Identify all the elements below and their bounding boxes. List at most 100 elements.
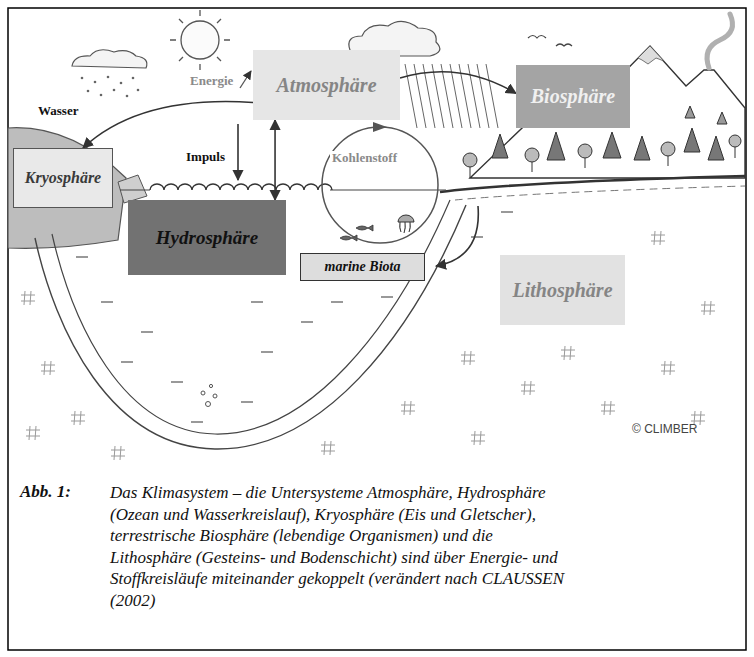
hatch [21,291,35,305]
flow-label: Energie [190,74,233,89]
sun [170,10,230,70]
flow-label: Impuls [186,150,225,165]
frame [8,8,746,650]
bubble [206,402,211,407]
water-dash [331,302,343,303]
water-dash [141,332,153,333]
birds [528,36,572,47]
snowflakes [81,76,140,98]
snowflake [94,81,97,84]
volcano-smoke [707,14,732,68]
sphere-name: Biosphäre [531,85,615,108]
hatch [521,381,535,395]
hatch [661,361,675,375]
sphere-name: Hydrosphäre [156,227,258,249]
figure-caption: Das Klimasystem – die Untersysteme Atmos… [110,482,565,611]
round-tree [729,135,741,147]
snowflake [137,89,140,92]
return-arrow [436,206,478,266]
sphere-box: Hydrosphäre [128,200,286,275]
hatch [401,401,415,415]
fish-shape [340,235,357,241]
soil-layer [455,186,745,200]
water-surface [120,189,446,190]
snowflake [113,89,116,92]
carbon-arrowhead [373,122,387,132]
sphere-name: Lithosphäre [512,279,612,302]
hatch [321,441,335,455]
land-surface [440,176,745,192]
snowflake [87,90,90,93]
copyright-note: © CLIMBER [632,423,698,437]
flow-label: Wasser [38,104,78,119]
snowflake [120,82,123,85]
sphere-name: Kryosphäre [25,169,101,187]
pine-tree [685,106,695,118]
sphere-box: Kryosphäre [13,148,113,208]
sphere-box: Atmosphäre [253,50,400,120]
sphere-box: marine Biota [300,253,425,281]
bubble [201,391,205,395]
ocean-floor [52,200,450,434]
pine-tree [708,136,724,160]
hatch [71,411,85,425]
pine-tree [684,128,700,152]
iceberg [118,175,147,203]
sphere-box: Biosphäre [516,65,630,128]
flow-arrow [274,120,276,200]
flow-arrow [400,72,516,94]
snowflake [126,95,129,98]
fish-shape [356,225,373,231]
snowflake [107,76,110,79]
soil-dash [471,237,483,238]
hatch [651,231,665,245]
flow-label: Kohlenstoff [330,151,399,166]
hatch [471,431,485,445]
bubble [209,384,212,387]
hatch [111,446,125,460]
snowflake [81,77,84,80]
water-dash [76,257,88,258]
water-dash [301,322,313,323]
bubbles [201,384,217,406]
round-tree [578,144,592,158]
snow-cloud [72,50,147,68]
round-tree [661,142,675,156]
water-dash [121,362,133,363]
hatch [41,361,55,375]
sun-rays [170,10,230,70]
sphere-box: Lithosphäre [500,255,625,325]
rock-hatching [21,231,715,460]
pine-tree [717,112,727,124]
hatch [561,346,575,360]
snowflake [132,77,135,80]
water-dash [171,382,183,383]
water-dash [101,302,113,303]
sphere-name: marine Biota [325,259,401,275]
round-tree [463,153,477,167]
hatch [701,301,715,315]
waves [150,184,332,190]
water-dash [241,402,253,403]
energy-arrow [240,71,251,88]
hatch [26,426,40,440]
pine-tree [603,132,621,158]
round-tree [525,148,539,162]
ice-land [8,128,126,249]
jellyfish [398,215,414,233]
hatch [461,351,475,365]
ocean-basin [35,205,466,449]
carbon-cycle [322,127,438,243]
tree-stem [735,146,736,158]
sun-disc [181,21,219,59]
pine-tree [547,132,565,160]
snow-cap [638,46,664,64]
impulse-arrow [237,124,239,180]
water-dash [381,297,393,298]
water-dash [251,302,263,303]
pine-tree [492,134,508,158]
water-dash [261,352,273,353]
figure-number: Abb. 1: [20,482,71,502]
pine-tree [634,136,650,160]
